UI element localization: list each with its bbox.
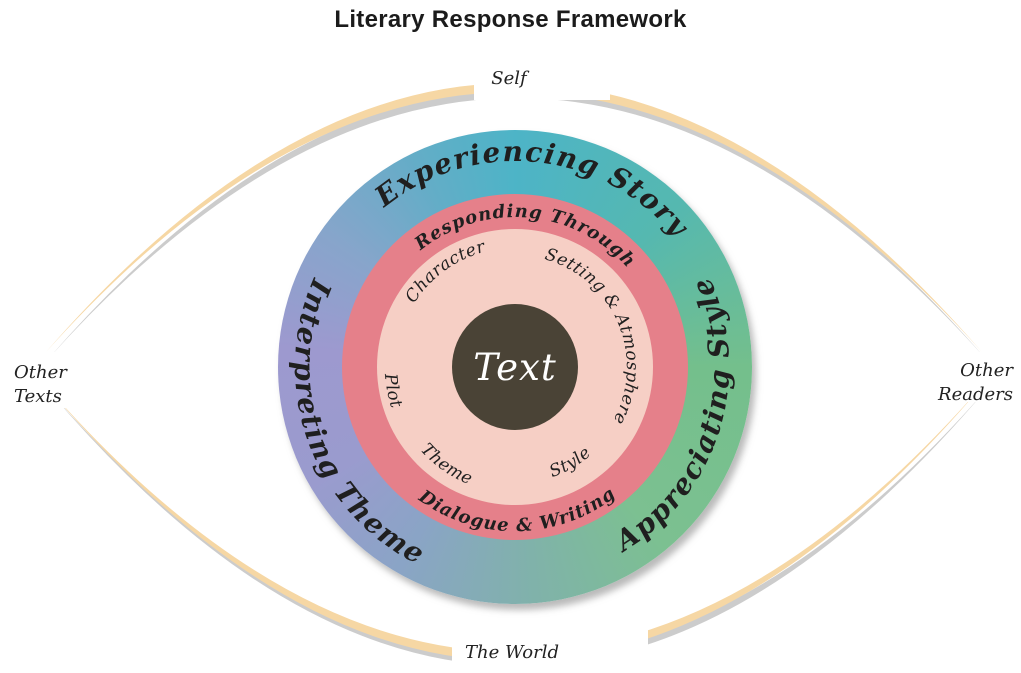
label-other-texts-line1: Other bbox=[14, 362, 68, 383]
other-texts-mask bbox=[8, 352, 72, 408]
text-core-circle bbox=[452, 304, 578, 430]
page-title: Literary Response Framework bbox=[334, 6, 687, 33]
lower-eyelid-shadow bbox=[49, 391, 985, 666]
label-other-readers-line2: Readers bbox=[937, 384, 1013, 405]
other-readers-mask bbox=[940, 352, 1018, 402]
label-text-core: Text bbox=[473, 346, 556, 389]
label-self: Self bbox=[491, 68, 530, 89]
label-other-readers-line1: Other bbox=[960, 360, 1014, 381]
self-label-mask bbox=[474, 54, 610, 100]
world-label-mask bbox=[452, 630, 648, 666]
lower-eyelid bbox=[46, 386, 982, 661]
label-other-texts-line2: Texts bbox=[14, 386, 62, 407]
upper-eyelid bbox=[46, 83, 982, 352]
label-the-world: The World bbox=[465, 642, 559, 663]
